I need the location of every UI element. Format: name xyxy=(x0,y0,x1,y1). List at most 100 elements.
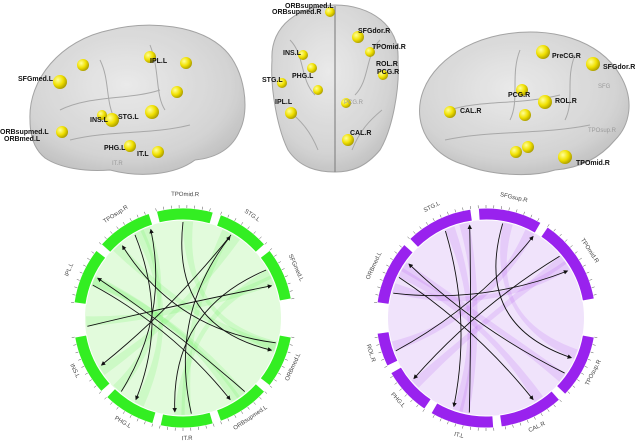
chord-tick xyxy=(516,209,518,213)
chord-tick xyxy=(201,206,203,210)
chord-tick xyxy=(284,275,288,278)
chord-tick xyxy=(591,286,595,288)
chord-tick xyxy=(390,257,393,260)
chord-segment xyxy=(259,334,292,387)
chord-tick xyxy=(399,245,402,248)
chord-ribbon xyxy=(391,229,535,352)
chord-segment xyxy=(73,249,107,305)
chord-link-arrow xyxy=(120,228,157,392)
chord-tick xyxy=(98,391,102,394)
chord-tick xyxy=(504,426,506,430)
chord-tick xyxy=(419,226,422,230)
chord-tick xyxy=(136,418,139,422)
chord-tick xyxy=(386,264,389,267)
chord-tick xyxy=(589,279,593,281)
chord-tick xyxy=(384,365,388,368)
chord-link-arrow xyxy=(413,255,560,380)
brain-label: TPOmid.R xyxy=(576,160,610,167)
brain-right-shape xyxy=(419,31,630,176)
chord-tick xyxy=(227,418,230,422)
node xyxy=(53,75,67,89)
chord-label: TPOsup.R xyxy=(103,204,130,225)
node xyxy=(77,59,89,71)
chord-tick xyxy=(523,211,525,215)
chord-tick xyxy=(234,415,237,418)
chord-tick xyxy=(559,233,562,237)
chord-link-arrow xyxy=(408,263,565,374)
node xyxy=(144,51,156,63)
brain-label: ORBmed.L xyxy=(4,136,41,143)
chord-tick xyxy=(79,271,83,274)
chord-tick xyxy=(404,394,408,397)
brain-label: INS.L xyxy=(90,117,109,124)
chord-tick xyxy=(377,286,381,288)
chord-link-arrow xyxy=(87,284,273,327)
chord-tick xyxy=(289,344,293,346)
brain-label: ROL.R xyxy=(376,61,398,68)
chord-tick xyxy=(253,402,256,405)
chord-tick xyxy=(413,231,416,234)
chord-link-arrow xyxy=(97,277,246,392)
chord-tick xyxy=(530,214,533,218)
brain-label: STG.L xyxy=(262,77,283,84)
node xyxy=(538,95,552,109)
brain-label: PHG.L xyxy=(292,73,314,80)
chord-tick xyxy=(291,298,295,300)
chord-ribbon xyxy=(181,229,232,415)
chord-tick xyxy=(71,336,75,338)
chord-tick xyxy=(136,214,139,218)
chord-ribbon xyxy=(392,260,571,302)
brain-label: IPL.L xyxy=(275,99,293,106)
chord-tick xyxy=(425,222,428,225)
chord-label: IT.R xyxy=(182,436,194,442)
chord-link-arrow xyxy=(181,221,273,352)
brain-label: PHG.L xyxy=(104,145,126,152)
chord-segment xyxy=(215,213,266,254)
chord-tick xyxy=(394,251,398,254)
chord-tick xyxy=(281,365,285,368)
chord-tick xyxy=(508,207,510,211)
chord-tick xyxy=(163,206,165,210)
chord-tick xyxy=(209,208,211,212)
chord-tick xyxy=(116,226,119,230)
brain-label: PCG.R xyxy=(508,92,530,99)
chord-ribbon xyxy=(91,275,241,403)
chord-label: ROL.R xyxy=(365,344,376,364)
brain-label: SFGmed.L xyxy=(18,76,54,83)
chord-link-arrow xyxy=(92,284,231,401)
brain-nodes xyxy=(53,7,600,164)
chord-tick xyxy=(234,218,237,221)
chord-tick xyxy=(399,388,402,391)
chord-tick xyxy=(144,421,146,425)
chord-tick xyxy=(241,222,244,225)
chord-diagram-left: IPL.LTPOsup.RTPOmid.RSTG.LSFGmed.LORBmed… xyxy=(64,192,304,442)
node xyxy=(313,85,323,95)
chord-link-arrow xyxy=(134,234,153,401)
chord-tick xyxy=(581,372,584,375)
node xyxy=(180,57,192,69)
chord-tick xyxy=(83,264,86,267)
brain-right-labels: PreCG.R SFGdor.R SFG PCG.R CAL.R ROL.R T… xyxy=(460,53,635,167)
node xyxy=(510,146,522,158)
chord-tick xyxy=(85,372,88,375)
chord-segment xyxy=(105,387,157,425)
chord-link-arrow xyxy=(393,270,569,297)
chord-tick xyxy=(151,423,153,427)
chord-tick xyxy=(447,421,449,425)
chord-segment xyxy=(555,334,595,396)
chord-label: PHG.L xyxy=(113,416,132,431)
chord-tick xyxy=(432,415,435,418)
node xyxy=(307,63,317,73)
chord-tick xyxy=(284,358,288,361)
chord-segment xyxy=(159,411,214,429)
chord-link-arrow xyxy=(395,235,534,352)
chord-tick xyxy=(78,358,82,361)
chord-tick xyxy=(592,344,596,346)
chord-tick xyxy=(213,423,215,427)
node xyxy=(152,146,164,158)
chord-tick xyxy=(410,399,413,403)
chord-tick xyxy=(110,231,113,234)
chord-link-arrow xyxy=(122,245,276,344)
chord-link-arrow xyxy=(184,235,231,414)
brain-label: ORBsupmed.L xyxy=(285,3,334,10)
